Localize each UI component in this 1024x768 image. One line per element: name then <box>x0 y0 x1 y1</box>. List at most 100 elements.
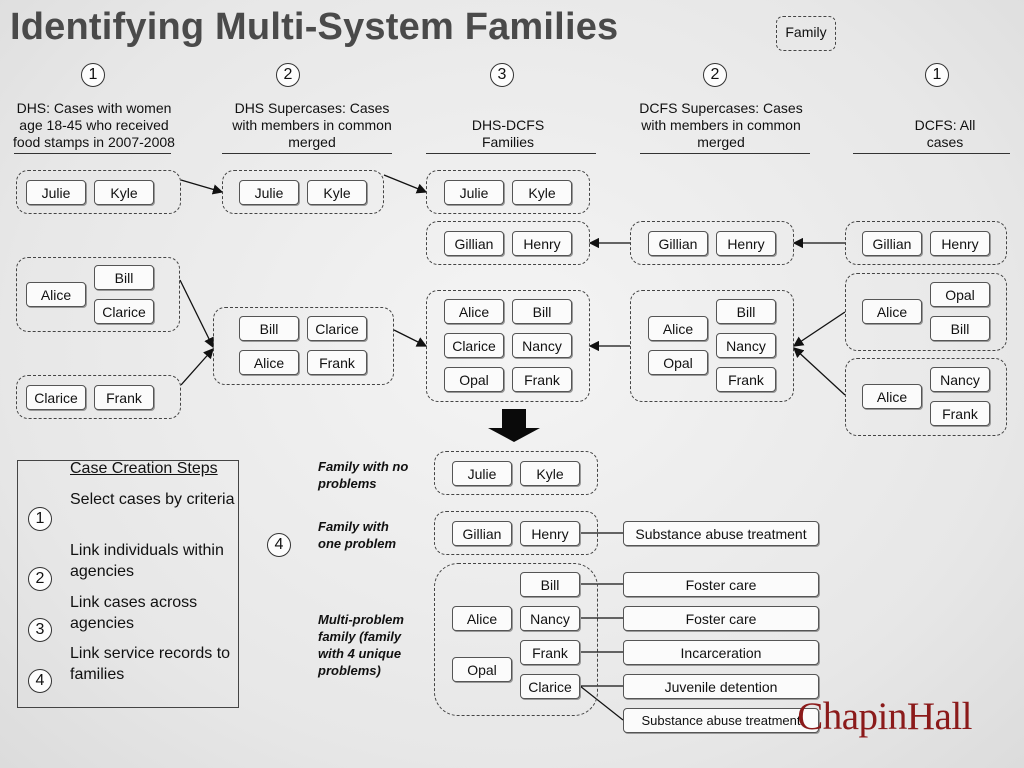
person-box: Nancy <box>520 606 580 631</box>
family-group <box>434 563 598 716</box>
family-group <box>845 221 1007 265</box>
step-text: Link individuals within agencies <box>70 542 224 580</box>
person-box: Opal <box>648 350 708 375</box>
person-box: Frank <box>307 350 367 375</box>
step-circle: 2 <box>28 567 52 591</box>
person-box: Bill <box>930 316 990 341</box>
arrow-connector <box>179 279 214 349</box>
service-box: Foster care <box>623 572 819 597</box>
arrow-connector <box>393 329 428 347</box>
person-box: Nancy <box>512 333 572 358</box>
person-box: Opal <box>930 282 990 307</box>
step-text: Select cases by criteria <box>70 491 235 508</box>
legend-family-label: Family <box>785 24 827 40</box>
family-group <box>16 375 181 419</box>
header-underline <box>222 153 392 154</box>
family-group <box>213 307 394 385</box>
person-box: Frank <box>716 367 776 392</box>
person-box: Kyle <box>512 180 572 205</box>
person-box: Alice <box>239 350 299 375</box>
case-creation-steps-panel <box>17 460 239 708</box>
person-box: Kyle <box>94 180 154 205</box>
person-box: Clarice <box>520 674 580 699</box>
step-text: Link cases across agencies <box>70 594 198 632</box>
service-box: Foster care <box>623 606 819 631</box>
step-circle: 2 <box>703 63 727 87</box>
family-group <box>16 257 180 332</box>
step-text: Link service records to families <box>70 645 231 683</box>
step-circle: 1 <box>81 63 105 87</box>
down-arrow-icon <box>488 409 540 442</box>
person-box: Clarice <box>26 385 86 410</box>
person-box: Julie <box>452 461 512 486</box>
service-box: Substance abuse treatment <box>623 521 819 546</box>
person-box: Frank <box>520 640 580 665</box>
person-box: Gillian <box>452 521 512 546</box>
family-group <box>426 221 590 265</box>
step-circle: 4 <box>267 533 291 557</box>
step-circle: 3 <box>28 618 52 642</box>
family-group <box>222 170 384 214</box>
person-box: Henry <box>512 231 572 256</box>
column-header: DHS: Cases with women age 18-45 who rece… <box>13 100 175 150</box>
person-box: Alice <box>862 299 922 324</box>
column-header: DCFS: All cases <box>914 117 976 150</box>
family-group <box>426 290 590 402</box>
person-box: Kyle <box>307 180 367 205</box>
family-group <box>434 451 598 495</box>
header-underline <box>640 153 810 154</box>
person-box: Opal <box>444 367 504 392</box>
service-box: Juvenile detention <box>623 674 819 699</box>
step-circle: 1 <box>28 507 52 531</box>
person-box: Frank <box>94 385 154 410</box>
legend-family-box <box>776 16 836 51</box>
person-box: Alice <box>452 606 512 631</box>
step-circle: 3 <box>490 63 514 87</box>
arrow-connector <box>792 311 846 347</box>
person-box: Bill <box>512 299 572 324</box>
family-group <box>434 511 598 555</box>
header-underline <box>14 153 171 154</box>
person-box: Clarice <box>94 299 154 324</box>
family-no-problems-label: Family with no problems <box>318 459 409 491</box>
column-header: DHS-DCFS Families <box>471 117 545 150</box>
family-group <box>16 170 181 214</box>
person-box: Gillian <box>648 231 708 256</box>
person-box: Alice <box>648 316 708 341</box>
person-box: Gillian <box>444 231 504 256</box>
step-circle: 2 <box>276 63 300 87</box>
person-box: Julie <box>444 180 504 205</box>
page-title: Identifying Multi-System Families <box>10 6 619 48</box>
family-group <box>845 273 1007 351</box>
person-box: Alice <box>444 299 504 324</box>
column-header: DHS Supercases: Cases with members in co… <box>232 100 392 150</box>
step-circle: 4 <box>28 669 52 693</box>
header-underline <box>426 153 596 154</box>
person-box: Bill <box>239 316 299 341</box>
person-box: Henry <box>520 521 580 546</box>
person-box: Nancy <box>930 367 990 392</box>
multi-problem-family-label: Multi-problem family (family with 4 uniq… <box>318 612 404 678</box>
service-box: Substance abuse treatment <box>623 708 819 733</box>
arrow-connector <box>180 348 214 386</box>
chapin-hall-logo: ChapinHall <box>797 695 972 738</box>
person-box: Clarice <box>307 316 367 341</box>
arrow-connector <box>793 347 846 396</box>
person-box: Kyle <box>520 461 580 486</box>
person-box: Bill <box>520 572 580 597</box>
column-header: DCFS Supercases: Cases with members in c… <box>639 100 803 150</box>
family-group <box>426 170 590 214</box>
family-one-problem-label: Family with one problem <box>318 519 397 551</box>
arrow-connector <box>180 179 224 195</box>
person-box: Henry <box>716 231 776 256</box>
person-box: Henry <box>930 231 990 256</box>
arrow-connector <box>383 174 428 194</box>
person-box: Julie <box>26 180 86 205</box>
step-circle: 1 <box>925 63 949 87</box>
person-box: Gillian <box>862 231 922 256</box>
person-box: Julie <box>239 180 299 205</box>
service-box: Incarceration <box>623 640 819 665</box>
person-box: Nancy <box>716 333 776 358</box>
person-box: Clarice <box>444 333 504 358</box>
